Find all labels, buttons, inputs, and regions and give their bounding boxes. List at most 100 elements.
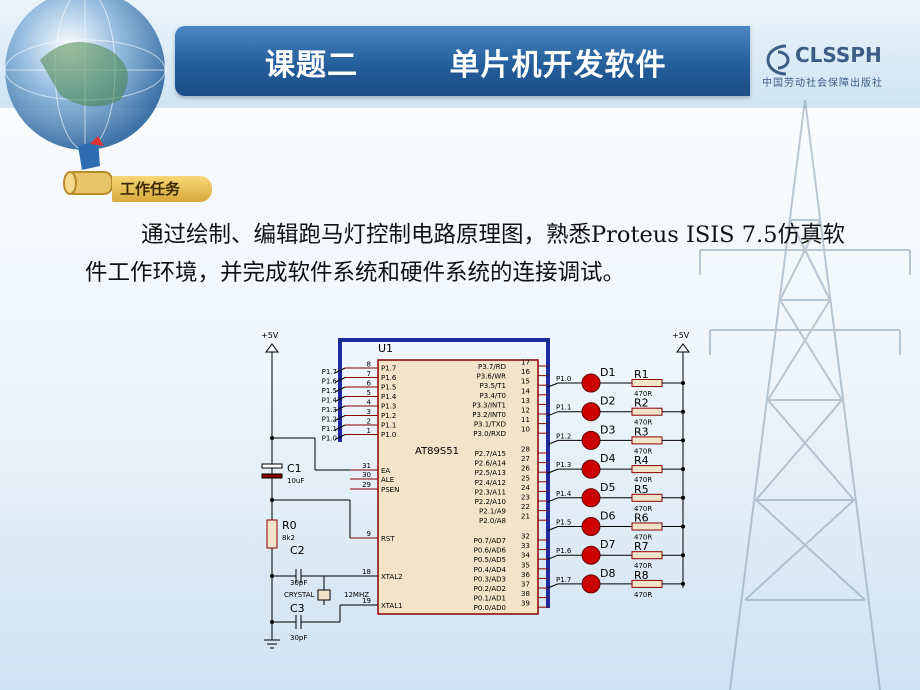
net-label: P1.6	[322, 378, 338, 386]
pin-number: 26	[521, 465, 530, 473]
pin-number: 35	[521, 561, 530, 569]
resistor-value: 470R	[634, 447, 652, 455]
junction	[681, 409, 685, 414]
led-ref: D3	[600, 423, 615, 436]
bus-entry	[334, 405, 346, 412]
pin-name: P0.2/AD2	[474, 585, 506, 593]
crystal-value: 12MHZ	[344, 591, 369, 599]
c3-ref: C3	[290, 602, 305, 615]
led-d2	[581, 402, 601, 422]
pin-name: P1.5	[381, 384, 396, 392]
power-tower-decoration	[699, 100, 911, 690]
pin-number: 8	[367, 361, 371, 369]
bus-entry	[547, 583, 559, 589]
pin-number: 19	[362, 597, 371, 605]
bus-entry	[334, 434, 346, 440]
pin-name: P2.6/A14	[475, 460, 507, 468]
junction	[681, 467, 685, 472]
pin-number: 16	[521, 368, 530, 376]
pin-number: 6	[367, 380, 372, 388]
c3-value: 30pF	[290, 634, 307, 642]
pin-number: 25	[521, 474, 530, 482]
led-d6	[581, 517, 601, 536]
pin-name: P1.2	[381, 412, 396, 420]
led-ref: D8	[600, 567, 615, 580]
pin-number: 31	[362, 462, 371, 470]
bus-entry	[334, 386, 346, 393]
pin-number: 7	[367, 370, 371, 378]
pin-number: 5	[367, 389, 371, 397]
crystal	[317, 589, 331, 601]
bus-entry	[334, 415, 346, 421]
resistor-value: 470R	[634, 534, 652, 542]
junction	[681, 524, 685, 529]
resistor-ref: R3	[634, 425, 649, 438]
resistor-ref: R6	[634, 512, 649, 525]
resistor-ref: R1	[634, 368, 649, 381]
pin-name: P1.0	[381, 431, 396, 439]
resistor-ref: R7	[634, 540, 649, 553]
c1-ref: C1	[287, 462, 302, 475]
pin-name: P2.0/A8	[479, 517, 506, 525]
ic-name: AT89S51	[415, 446, 459, 457]
resistor-r0	[266, 519, 278, 549]
vcc-arrow-left	[265, 343, 279, 353]
pin-number: 28	[521, 446, 530, 454]
led-d5	[581, 488, 601, 508]
task-description: 通过绘制、编辑跑马灯控制电路原理图，熟悉Proteus ISIS 7.5仿真软件…	[85, 222, 846, 286]
net-label: P1.5	[322, 387, 337, 395]
pin-name: XTAL2	[381, 573, 403, 581]
led-ref: D7	[600, 538, 615, 551]
resistor-ref: R2	[634, 397, 649, 410]
pin-number: 22	[521, 503, 530, 511]
pin-name: P1.3	[381, 403, 396, 411]
r0-ref: R0	[282, 519, 297, 532]
pin-name: P2.5/A13	[475, 469, 506, 477]
pin-name: P3.7/RD	[478, 363, 506, 371]
resistor-ref: R4	[634, 454, 649, 467]
capacitor-c1	[261, 463, 283, 469]
bus-entry	[334, 367, 346, 374]
resistor-value: 470R	[634, 476, 652, 484]
resistor-ref: R5	[634, 483, 649, 496]
resistor-value: 470R	[634, 591, 652, 599]
pin-number: 2	[367, 418, 371, 426]
led-d4	[581, 459, 601, 479]
pin-name: P1.1	[381, 422, 396, 430]
globe-decoration	[4, 0, 166, 150]
resistor-ref: R8	[634, 569, 649, 582]
junction	[270, 574, 274, 578]
pin-number: 38	[521, 590, 530, 598]
led-net-label: P1.5	[556, 519, 571, 527]
pin-name: P3.4/T0	[480, 392, 506, 400]
junction	[681, 581, 685, 586]
led-ref: D6	[600, 510, 615, 523]
publisher-name: CLSSPH	[795, 43, 882, 67]
junction	[681, 381, 685, 385]
vcc-label-right: +5V	[672, 331, 690, 340]
pin-number: 36	[521, 571, 530, 579]
led-d7	[581, 545, 601, 565]
pin-name: P3.2/INT0	[472, 411, 506, 419]
pin-number: 18	[362, 568, 371, 576]
vcc-label-left: +5V	[261, 331, 279, 340]
led-ref: D1	[600, 366, 615, 379]
bus-entry	[334, 396, 346, 402]
bus-entry	[547, 468, 559, 474]
pin-name: P3.1/TXD	[474, 421, 506, 429]
resistor-value: 470R	[634, 562, 652, 570]
resistor-value: 470R	[634, 390, 652, 398]
pin-name: P2.4/A12	[475, 479, 506, 487]
pin-name: P3.5/T1	[480, 382, 506, 390]
pin-number: 13	[521, 397, 530, 405]
pin-number: 32	[521, 533, 530, 541]
scroll-icon	[63, 136, 113, 195]
junction	[681, 553, 685, 558]
pin-number: 14	[521, 387, 530, 395]
pin-name: P0.1/AD1	[474, 595, 506, 603]
pin-name: P0.3/AD3	[474, 575, 506, 583]
pin-name: P2.3/A11	[475, 488, 506, 496]
c1-value: 10uF	[287, 477, 304, 485]
led-net-label: P1.3	[556, 461, 571, 469]
